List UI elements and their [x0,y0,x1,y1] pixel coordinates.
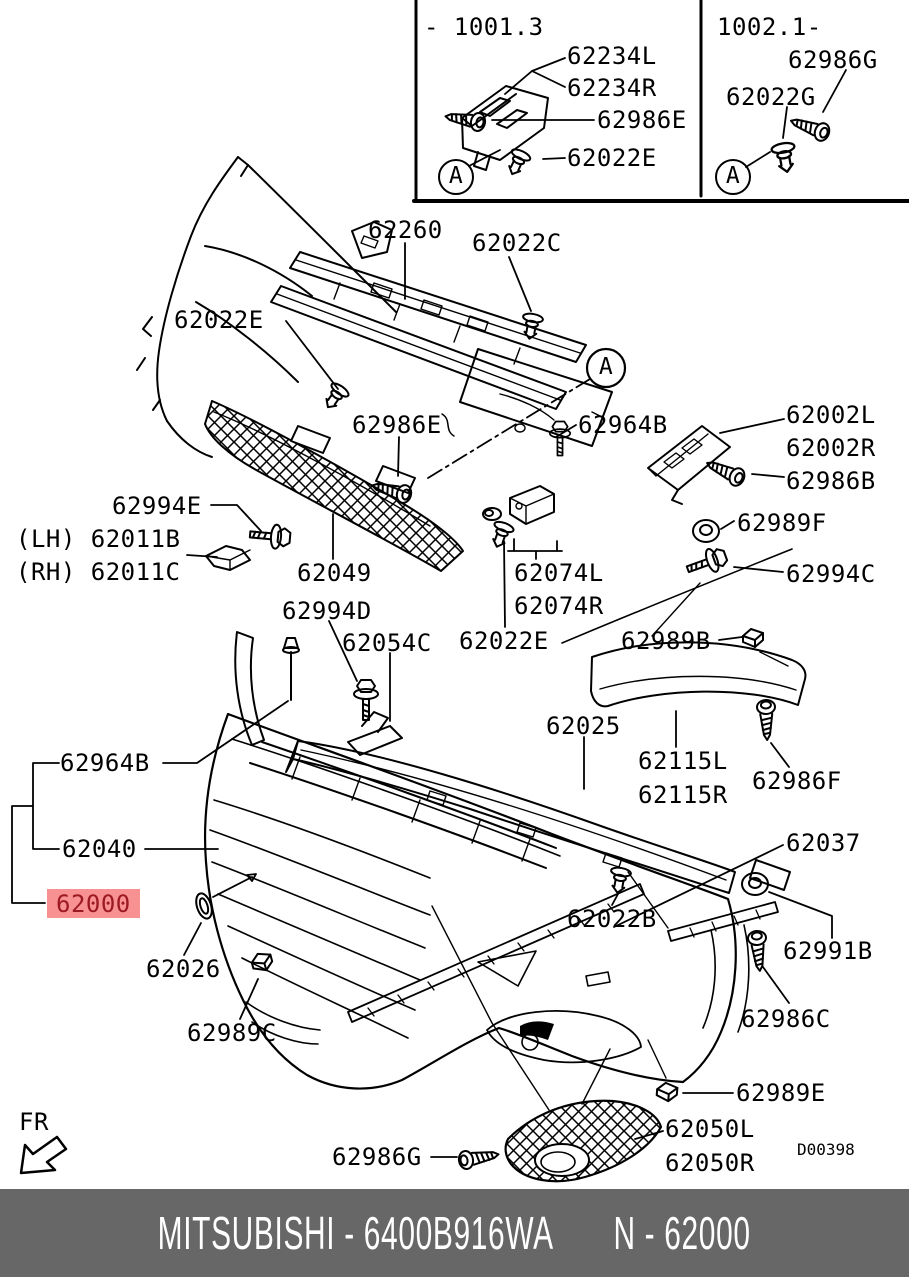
part-label-62986g-inset[interactable]: 62986G [788,46,878,74]
part-label-62989f[interactable]: 62989F [737,509,827,537]
part-label-62022e-top[interactable]: 62022E [174,306,264,334]
inset-corner-bracket-62234 [438,85,549,195]
fog-lamp-bezel-62050 [504,1099,663,1183]
part-label-62994c[interactable]: 62994C [786,560,876,588]
hardware-fasteners [195,311,778,1172]
part-label-62040[interactable]: 62040 [62,835,137,863]
side-moulding-62115 [590,641,807,708]
screw-62986g [456,1144,502,1172]
part-label-62011b[interactable]: (LH) 62011B [16,525,181,553]
fender-context-line [561,548,793,644]
part-label-62026[interactable]: 62026 [146,955,221,983]
part-label-62037[interactable]: 62037 [786,829,861,857]
center-bracket-62054c [347,711,403,756]
part-label-62115l[interactable]: 62115L [638,747,728,775]
part-label-62022c[interactable]: 62022C [472,229,562,257]
part-label-62986e-inset[interactable]: 62986E [597,106,687,134]
screw-62986b [702,453,749,490]
clip-62989e [655,1081,679,1103]
part-label-62000[interactable]: 62000 [47,889,140,918]
bumper-grille-slats [209,799,431,1039]
part-label-section-a-main: A [598,354,614,381]
clip-62989c [249,949,275,975]
clip-62022e-mid [486,518,516,552]
screw-62986c [746,929,770,973]
section-a-circle-main [585,347,627,389]
part-label-62002r[interactable]: 62002R [786,434,876,462]
grommet-62989f [692,519,720,543]
part-label-62986g-lower[interactable]: 62986G [332,1143,422,1171]
part-label-62994d[interactable]: 62994D [282,597,372,625]
part-label-62022e-mid[interactable]: 62022E [459,627,549,655]
footer-reference-number: N - 62000 [613,1207,752,1259]
part-label-62049[interactable]: 62049 [297,559,372,587]
part-label-62989b[interactable]: 62989B [621,627,711,655]
part-label-62964b-left[interactable]: 62964B [60,749,150,777]
clip-62022c [518,311,545,342]
part-label-section-a-inset-left: A [448,163,464,190]
part-label-62260[interactable]: 62260 [368,216,443,244]
part-label-62989c[interactable]: 62989C [187,1019,277,1047]
part-label-62074l[interactable]: 62074L [514,559,604,587]
part-label-62986f[interactable]: 62986F [752,767,842,795]
bolt-62994d [353,679,379,721]
part-label-62234l[interactable]: 62234L [567,42,657,70]
part-label-62025[interactable]: 62025 [546,712,621,740]
part-label-drawing-number: D00398 [797,1140,855,1159]
part-label-62050l[interactable]: 62050L [665,1115,755,1143]
bumper-reinforcement-62025 [285,740,791,894]
footer-caption-bar: MITSUBISHI - 6400B916WA N - 62000 [0,1189,909,1277]
part-label-62986b[interactable]: 62986B [786,467,876,495]
bolt-62994c [682,543,731,582]
part-label-62011c[interactable]: (RH) 62011C [16,558,181,586]
front-bumper-face-62000 [203,712,750,1090]
leader-lines [11,242,833,1158]
bolt-62994e [248,521,293,551]
clip-62989b [742,628,764,648]
inset-panel-borders [412,0,909,203]
part-label-62022b[interactable]: 62022B [567,905,657,933]
part-label-62054c[interactable]: 62054C [342,629,432,657]
part-label-62050r[interactable]: 62050R [665,1149,755,1177]
part-label-62986c[interactable]: 62986C [741,1005,831,1033]
section-a-circle-left [438,159,474,195]
inset-clip-62022g [715,111,833,195]
part-label-62002l[interactable]: 62002L [786,401,876,429]
part-label-fr-indicator: FR [19,1108,49,1136]
bumper-upper-retainer [234,631,557,869]
section-a-circle-right [715,159,751,195]
fr-direction-arrow [19,1135,68,1175]
footer-brand-part-number: MITSUBISHI - 6400B916WA [158,1207,555,1259]
part-label-62991b[interactable]: 62991B [783,937,873,965]
part-label-62022e-inset[interactable]: 62022E [567,144,657,172]
part-label-62994e[interactable]: 62994E [112,492,202,520]
part-label-section-a-inset-right: A [725,163,741,190]
part-label-62986e-main[interactable]: 62986E [352,411,442,439]
grommet-62026 [195,892,213,920]
headlamp-bracket-62002 [647,425,731,505]
part-label-daterange-right: 1002.1- [717,13,822,41]
part-label-62115r[interactable]: 62115R [638,781,728,809]
clip-62074-cylinder [482,507,502,521]
part-label-62964b-right[interactable]: 62964B [578,411,668,439]
part-label-62989e[interactable]: 62989E [736,1079,826,1107]
bolt-62964b-left [282,637,300,701]
lower-trim-strip-62037 [347,883,779,1023]
fog-lamp-opening [486,1010,642,1064]
part-label-62234r[interactable]: 62234R [567,74,657,102]
finisher-62011 [205,545,251,571]
part-label-daterange-left: - 1001.3 [424,13,544,41]
part-label-62074r[interactable]: 62074R [514,592,604,620]
part-label-62022g[interactable]: 62022G [726,83,816,111]
sensor-62074 [509,485,555,525]
screw-62986f [755,698,778,742]
inset-leader-lines [468,57,847,168]
upper-grille-62049 [204,400,464,572]
